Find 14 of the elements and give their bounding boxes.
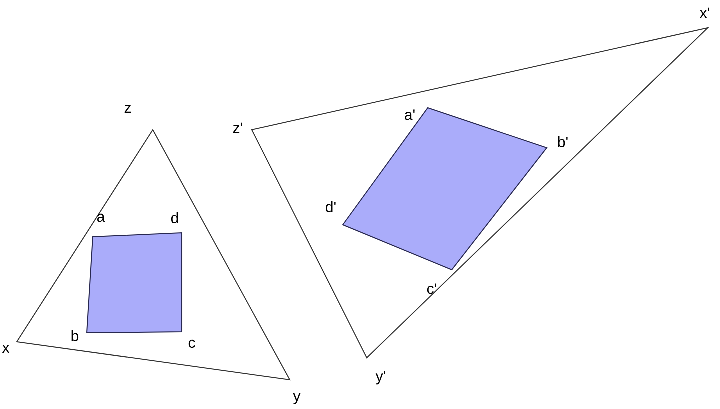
vertex-label: y [293, 393, 301, 404]
vertex-label: a [97, 214, 106, 222]
vertex-label: a' [405, 110, 415, 120]
vertex-label: c [188, 340, 196, 348]
vertex-label: d [171, 212, 178, 224]
vertex-label: b [72, 330, 79, 342]
vertex-label: c' [427, 284, 436, 294]
vertex-label: d' [326, 201, 336, 212]
vertex-label: z' [233, 122, 242, 134]
vertex-label: z [124, 105, 131, 113]
vertex-label: b' [558, 136, 568, 148]
vertex-label: y' [376, 371, 386, 385]
vertex-label: x [2, 345, 10, 353]
vertex-label: x' [700, 8, 710, 18]
